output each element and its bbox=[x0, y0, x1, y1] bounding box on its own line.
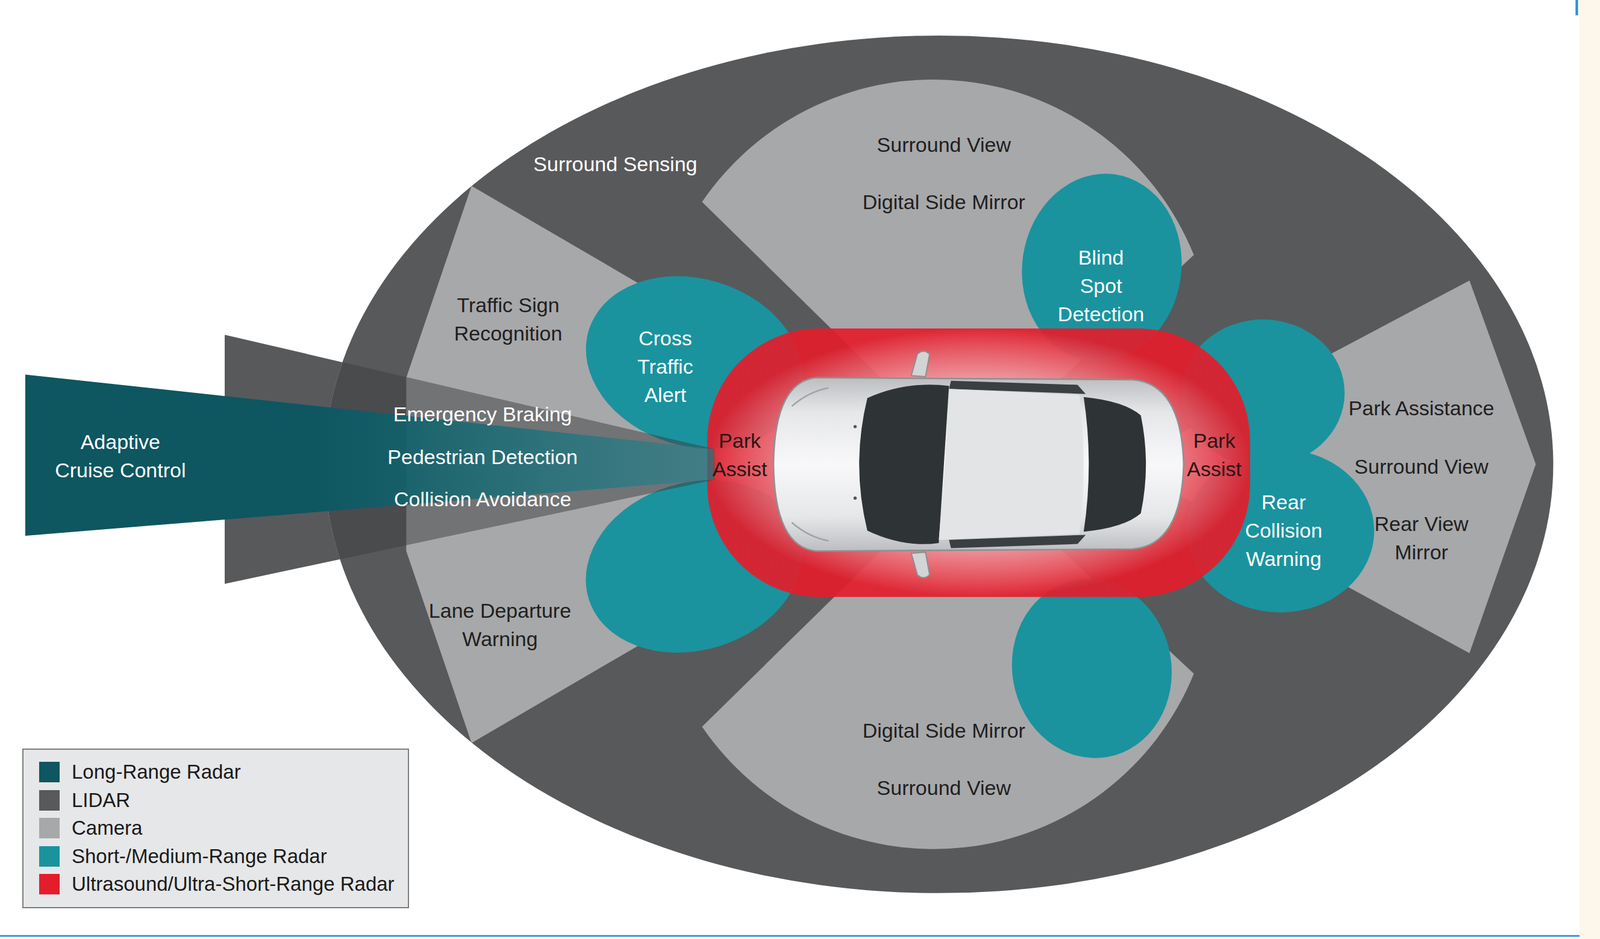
car-rear-window bbox=[1083, 396, 1146, 532]
long-range-radar-beam-part bbox=[25, 374, 714, 537]
region-label: Collision Avoidance bbox=[393, 484, 573, 514]
legend-swatch bbox=[39, 761, 60, 782]
region-label: Surround View bbox=[875, 773, 1012, 802]
legend-swatch bbox=[39, 845, 60, 867]
region-label: Digital Side Mirror bbox=[861, 716, 1026, 745]
legend-row: Long-Range Radar bbox=[39, 757, 395, 787]
region-label: Rear View Mirror bbox=[1373, 509, 1470, 567]
region-label: Traffic Sign Recognition bbox=[453, 290, 564, 348]
region-label: Park Assist bbox=[1186, 426, 1243, 484]
long-range-radar-beam: Adaptive Cruise Control bbox=[25, 372, 717, 538]
car-hood-line bbox=[791, 387, 829, 407]
ultrasound-band-shape bbox=[707, 328, 1250, 597]
legend-label: Long-Range Radar bbox=[71, 759, 241, 784]
region-label: Park Assistance bbox=[1348, 393, 1496, 423]
car-mirror bbox=[911, 551, 930, 578]
region-label: Park Assist bbox=[712, 426, 769, 484]
legend-label: LIDAR bbox=[71, 787, 131, 813]
region-label: Cross Traffic Alert bbox=[636, 324, 694, 410]
car-mirror bbox=[911, 351, 930, 377]
ultrasound-band: Park Assist Park Assist bbox=[707, 328, 1250, 597]
corner-tick bbox=[1575, 0, 1578, 16]
legend-swatch bbox=[39, 817, 60, 838]
region-label: Surround View bbox=[875, 130, 1012, 160]
legend-box: Long-Range RadarLIDARCameraShort-/Medium… bbox=[22, 748, 410, 908]
car-hood-line bbox=[791, 522, 829, 541]
car-detail bbox=[853, 424, 857, 428]
car-side-window bbox=[948, 380, 1086, 394]
legend-row: Camera bbox=[39, 813, 395, 843]
car-windshield bbox=[859, 384, 949, 544]
car-roof bbox=[938, 388, 1084, 540]
region-label: Adaptive Cruise Control bbox=[54, 427, 187, 485]
car-detail bbox=[853, 496, 857, 500]
side-strip bbox=[1579, 0, 1600, 939]
legend-swatch bbox=[39, 789, 60, 811]
region-label: Surround Sensing bbox=[532, 150, 699, 179]
legend-swatch bbox=[39, 873, 60, 894]
region-label: Surround View bbox=[1353, 452, 1490, 481]
lidar-range-ellipse-part bbox=[324, 35, 1554, 893]
bottom-rule bbox=[0, 934, 1580, 937]
legend-row: LIDAR bbox=[39, 786, 395, 815]
car-body bbox=[773, 377, 1184, 552]
region-label: Lane Departure Warning bbox=[427, 596, 572, 654]
legend-row: Short-/Medium-Range Radar bbox=[39, 842, 395, 871]
region-label: Digital Side Mirror bbox=[861, 187, 1026, 217]
legend-row: Ultrasound/Ultra-Short-Range Radar bbox=[39, 869, 395, 899]
region-label: Emergency Braking bbox=[392, 400, 573, 429]
region-label: Blind Spot Detection bbox=[1057, 243, 1146, 329]
region-label: Pedestrian Detection bbox=[386, 442, 579, 472]
long-range-radar-beam-shape bbox=[25, 372, 717, 538]
legend-label: Ultrasound/Ultra-Short-Range Radar bbox=[71, 871, 395, 896]
region-label: Rear Collision Warning bbox=[1243, 487, 1323, 573]
ultrasound-band-part bbox=[707, 328, 1250, 597]
legend-label: Camera bbox=[71, 815, 143, 840]
car-side-window bbox=[948, 534, 1086, 548]
legend-label: Short-/Medium-Range Radar bbox=[71, 843, 328, 869]
